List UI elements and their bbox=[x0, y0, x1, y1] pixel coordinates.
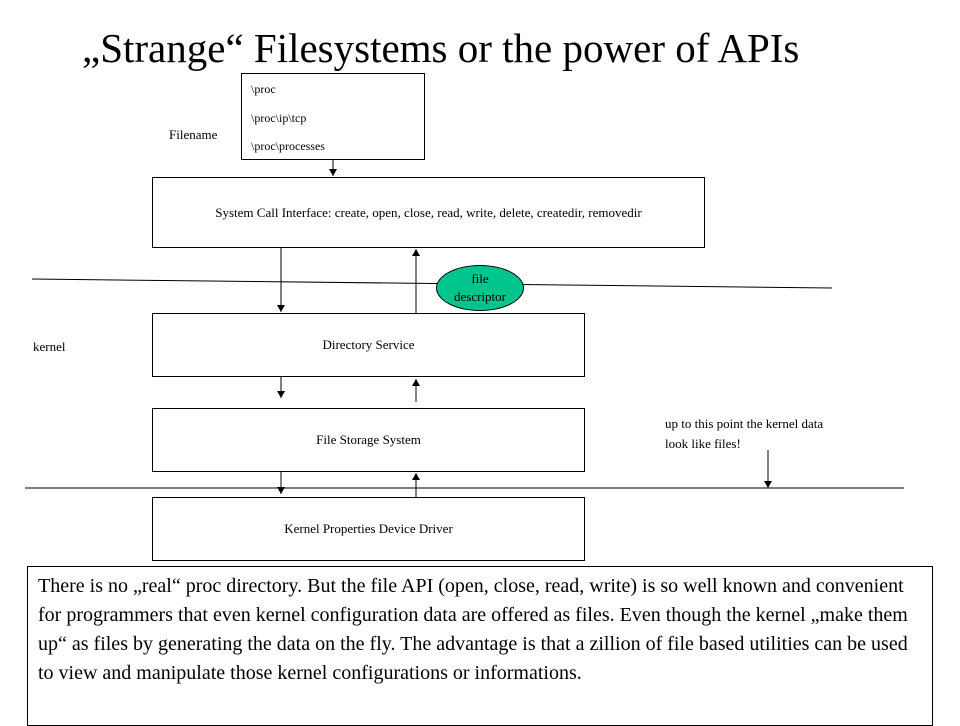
filename-box: \proc \proc\ip\tcp \proc\processes bbox=[241, 73, 425, 160]
kernel-label: kernel bbox=[33, 339, 66, 354]
path-proc-processes: \proc\processes bbox=[251, 139, 325, 153]
kernel-note-line2: look like files! bbox=[665, 436, 741, 451]
kernel-properties-driver-box: Kernel Properties Device Driver bbox=[152, 497, 585, 561]
explanation-text-box: There is no „real“ proc directory. But t… bbox=[27, 566, 933, 726]
file-descriptor-ellipse: file descriptor bbox=[436, 265, 524, 311]
kernel-note-line1: up to this point the kernel data bbox=[665, 416, 824, 431]
system-call-interface-box: System Call Interface: create, open, clo… bbox=[152, 177, 705, 248]
directory-service-box: Directory Service bbox=[152, 313, 585, 377]
path-proc-ip-tcp: \proc\ip\tcp bbox=[251, 110, 307, 125]
user-kernel-boundary-line bbox=[31, 278, 833, 289]
file-descriptor-line2: descriptor bbox=[454, 289, 506, 304]
path-proc: \proc bbox=[251, 82, 276, 96]
file-storage-system-box: File Storage System bbox=[152, 408, 585, 472]
file-descriptor-line1: file bbox=[471, 271, 489, 286]
kernel-note: up to this point the kernel data look li… bbox=[665, 414, 823, 454]
filename-label: Filename bbox=[169, 127, 218, 142]
page-title: „Strange“ Filesystems or the power of AP… bbox=[82, 25, 800, 71]
